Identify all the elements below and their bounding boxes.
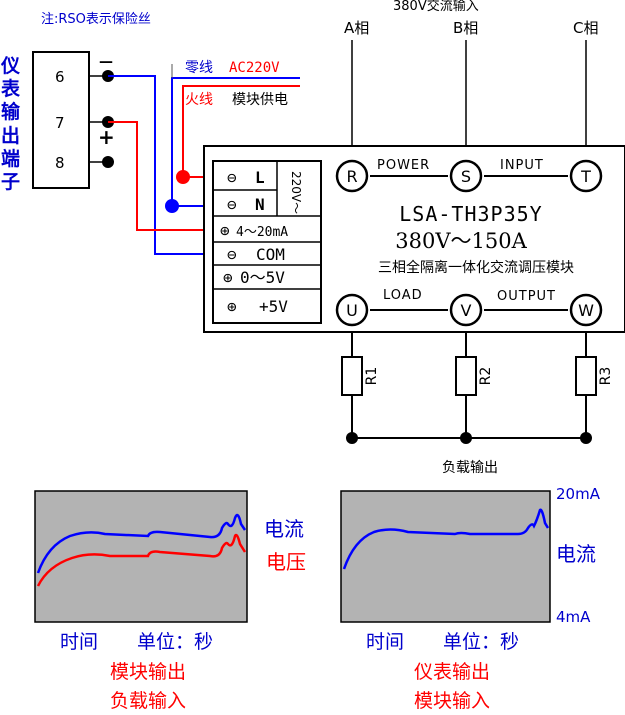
terminal-t-circle (569, 159, 603, 193)
meter-label-char: 仪 (0, 55, 21, 77)
terminal-v-label: V (461, 301, 472, 320)
phase-b-label: B相 (453, 19, 478, 37)
terminal-signal-label: 4～20mA (236, 225, 288, 240)
wire-com-blue (108, 75, 218, 255)
module-model: LSA-TH3P35Y (399, 202, 542, 226)
terminal-u: U (335, 293, 369, 327)
meter-label-char: 子 (1, 171, 20, 193)
wire-signal-red (108, 121, 218, 231)
terminal-u-circle (335, 293, 369, 327)
terminal-v-circle (449, 293, 483, 327)
star-dot-3 (580, 432, 592, 444)
module-supply-label: 模块供电 (232, 92, 288, 108)
r1-label: R1 (364, 367, 380, 386)
supply-rating-vertical: 220V～ (289, 171, 303, 214)
right-axis-time: 时间 (366, 631, 404, 653)
right-caption-line1: 仪表输出 (414, 661, 490, 683)
terminal-com-symbol: ⊖ (227, 245, 237, 264)
minus-sign: — (99, 54, 113, 70)
terminal-l-symbol: ⊖ (227, 168, 237, 187)
terminal-v: V (449, 293, 483, 327)
left-legend-voltage: 电压 (266, 550, 306, 574)
terminal-com-label: COM (256, 245, 285, 264)
right-legend-current: 电流 (556, 542, 596, 566)
terminal-u-label: U (346, 301, 358, 320)
terminal-0-5v-symbol: ⊕ (223, 268, 233, 287)
terminal-l-label: L (255, 168, 265, 187)
meter-terminal-7: 7 (55, 114, 65, 132)
load-output-label: 负载输出 (442, 460, 498, 476)
live-label: 火线 (185, 92, 213, 108)
resistor-r1 (341, 356, 363, 396)
terminal-s-circle (449, 159, 483, 193)
terminal-t: T (569, 159, 603, 193)
load-network (341, 332, 597, 439)
resistor-r3 (575, 356, 597, 396)
terminal-r: R (335, 159, 369, 193)
left-axis-unit: 单位：秒 (137, 631, 213, 653)
terminal-n-symbol: ⊖ (227, 195, 237, 214)
meter-label-char: 出 (1, 124, 20, 147)
terminal-8-dot (102, 156, 114, 168)
terminal-5v-symbol: ⊕ (227, 297, 237, 316)
output-label: OUTPUT (497, 289, 556, 304)
plus-sign: + (98, 125, 115, 149)
terminal-signal-symbol: ⊕ (220, 221, 230, 240)
right-current-curve (342, 508, 550, 570)
terminal-n-label: N (255, 195, 265, 214)
star-dot-2 (460, 432, 472, 444)
terminal-w: W (569, 293, 603, 327)
live-junction-dot (176, 170, 190, 184)
right-axis-unit: 单位：秒 (443, 631, 519, 653)
terminal-w-circle (569, 293, 603, 327)
voltage-label: AC220V (229, 60, 280, 76)
wire-neutral-blue (171, 77, 300, 207)
terminal-r-label: R (346, 167, 357, 186)
r2-label: R2 (478, 367, 494, 386)
left-caption-line1: 模块输出 (110, 661, 186, 683)
resistor-r2 (455, 356, 477, 396)
left-axis-time: 时间 (60, 631, 98, 653)
input-label: INPUT (500, 158, 544, 173)
right-waveform-panel (340, 490, 551, 623)
power-label: POWER (377, 158, 430, 173)
left-current-curve (36, 513, 247, 574)
meter-label-char: 表 (1, 77, 21, 100)
left-legend-current: 电流 (264, 517, 304, 541)
meter-terminal-8: 8 (55, 154, 65, 172)
fuse-note: 注:RSO表示保险丝 (41, 12, 151, 27)
meter-vertical-label: 仪 表 输 出 端 子 (0, 55, 21, 193)
phase-c-label: C相 (573, 19, 598, 37)
terminal-s: S (449, 159, 483, 193)
r3-label: R3 (598, 367, 614, 386)
meter-terminal-block (32, 51, 90, 189)
meter-label-char: 端 (1, 147, 20, 170)
neutral-label: 零线 (185, 60, 213, 76)
terminal-0-5v-label: 0～5V (240, 268, 285, 287)
phase-a-label: A相 (344, 19, 369, 37)
neutral-junction-dot (165, 199, 179, 213)
right-bottom-value: 4mA (556, 608, 591, 626)
meter-terminal-6: 6 (55, 68, 65, 86)
meter-label-char: 输 (1, 100, 21, 123)
right-caption-line2: 模块输入 (414, 690, 490, 712)
left-voltage-curve (36, 533, 247, 587)
wire-live-red (182, 85, 300, 178)
load-label: LOAD (383, 288, 423, 303)
terminal-r-circle (335, 159, 369, 193)
star-dot-1 (346, 432, 358, 444)
terminal-strip (212, 160, 322, 324)
right-top-value: 20mA (556, 485, 601, 503)
terminal-t-label: T (580, 167, 591, 186)
terminal-w-label: W (578, 301, 594, 320)
module-description: 三相全隔离一体化交流调压模块 (378, 259, 574, 276)
three-phase-header: 380V交流输入 (393, 0, 479, 14)
left-caption-line2: 负载输入 (110, 690, 186, 712)
module-rating: 380V～150A (395, 229, 527, 253)
terminal-5v-label: +5V (259, 297, 288, 316)
terminal-s-label: S (461, 167, 471, 186)
